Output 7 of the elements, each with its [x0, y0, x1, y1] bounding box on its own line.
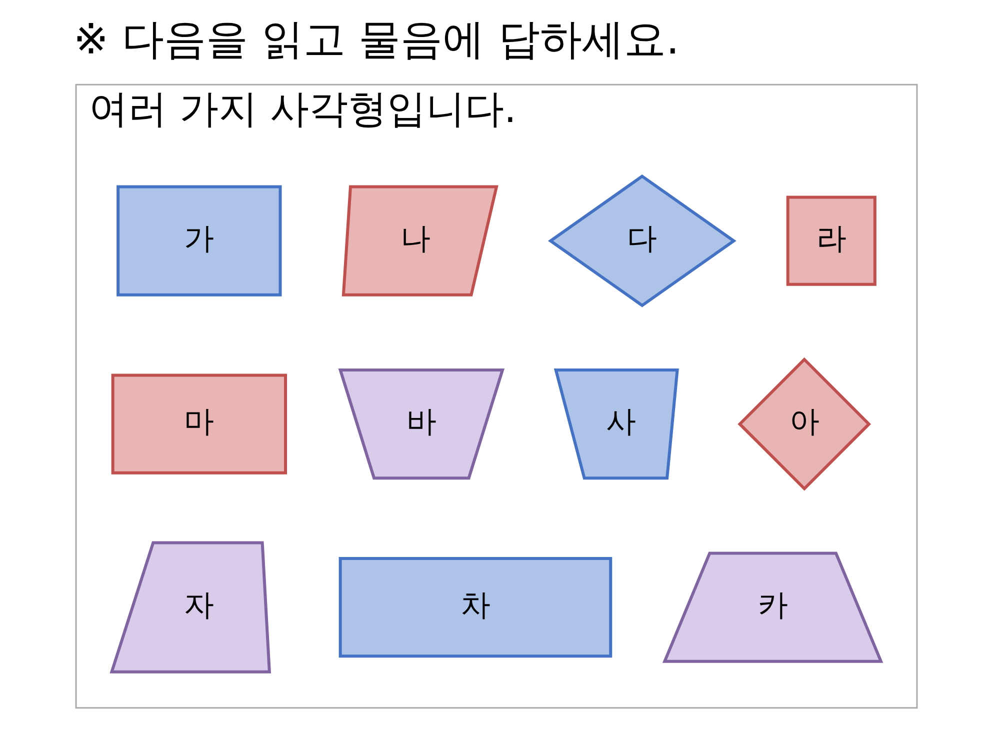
node-box: 가: [116, 185, 282, 296]
node-diamond: 다: [548, 174, 736, 308]
node-diamond: 아: [738, 357, 872, 491]
diagram-title: ※ 다음을 읽고 물음에 답하세요.: [73, 14, 680, 64]
node-box: 마: [111, 374, 288, 474]
node-box: 차: [338, 556, 612, 658]
node-box: 라: [786, 196, 876, 286]
